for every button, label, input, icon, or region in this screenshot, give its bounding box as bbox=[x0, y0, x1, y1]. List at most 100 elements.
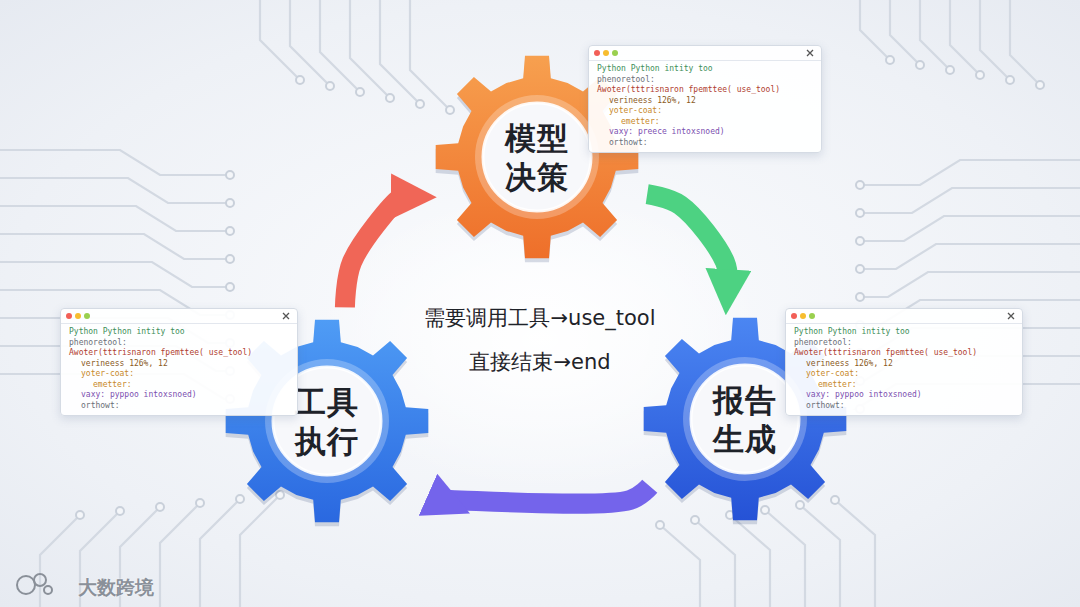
circuit-pad bbox=[691, 516, 699, 524]
circuit-trace bbox=[0, 150, 230, 175]
window-close bbox=[1008, 313, 1014, 319]
gear-ring bbox=[475, 95, 599, 219]
gear-title: 工具 执行 bbox=[291, 383, 362, 461]
circuit-pad bbox=[856, 209, 864, 217]
circuit-pad bbox=[761, 506, 769, 514]
code-line: yoter-coat: bbox=[794, 369, 1016, 380]
circuit-pad bbox=[1006, 76, 1014, 84]
gear-hub bbox=[483, 103, 591, 211]
circuit-trace bbox=[350, 0, 390, 98]
code-line: vaxy: pyppoo intoxsnoed) bbox=[69, 390, 291, 401]
branch-note: 需要调用工具→use_tool bbox=[424, 304, 655, 332]
window-dot bbox=[75, 313, 81, 319]
code-line: Python Python intity too bbox=[794, 327, 1016, 338]
circuit-trace bbox=[0, 178, 230, 203]
watermark-icon bbox=[17, 574, 52, 594]
window-dot bbox=[809, 313, 815, 319]
code-line: phenoretool: bbox=[597, 75, 815, 86]
code-window: Python Python intity toophenoretool:Awot… bbox=[588, 45, 822, 153]
circuit-pad bbox=[226, 171, 234, 179]
code-line: verineess 126%, 12 bbox=[597, 96, 815, 107]
circuit-pad bbox=[416, 100, 424, 108]
code-line: verineess 126%, 12 bbox=[794, 359, 1016, 370]
circuit-trace bbox=[0, 262, 230, 287]
code-line: emetter: bbox=[69, 380, 291, 391]
watermark: 大数跨境 bbox=[78, 575, 154, 601]
branch-note: 直接结束→end bbox=[469, 348, 610, 376]
circuit-trace bbox=[260, 0, 300, 80]
circuit-trace bbox=[860, 216, 1080, 241]
code-line: Awoter(tttrisnaron fpemttee( use_tool) bbox=[69, 348, 291, 359]
circuit-pad bbox=[386, 94, 394, 102]
circuit-trace bbox=[1010, 0, 1040, 85]
flow-arrow bbox=[345, 197, 405, 308]
circuit-trace bbox=[765, 510, 805, 607]
code-line: Awoter(tttrisnaron fpemttee( use_tool) bbox=[597, 85, 815, 96]
code-line: yoter-coat: bbox=[69, 369, 291, 380]
circuit-pad bbox=[856, 265, 864, 273]
circuit-trace bbox=[695, 520, 735, 607]
circuit-trace bbox=[860, 244, 1080, 269]
circuit-trace bbox=[660, 525, 700, 607]
flow-arrow bbox=[440, 486, 650, 504]
gear-title: 模型 决策 bbox=[501, 119, 572, 197]
code-line: emetter: bbox=[597, 117, 815, 128]
circuit-trace bbox=[860, 160, 1080, 185]
code-window: Python Python intity toophenoretool:Awot… bbox=[60, 308, 298, 416]
window-dot bbox=[66, 313, 72, 319]
circuit-trace bbox=[290, 0, 330, 86]
window-dot bbox=[791, 313, 797, 319]
gear-hub bbox=[691, 365, 799, 473]
circuit-pad bbox=[976, 71, 984, 79]
circuit-trace bbox=[240, 495, 280, 607]
circuit-trace bbox=[800, 505, 840, 607]
code-line: Python Python intity too bbox=[597, 64, 815, 75]
circuit-pad bbox=[916, 61, 924, 69]
circuit-pad bbox=[946, 66, 954, 74]
window-dot bbox=[603, 50, 609, 56]
circuit-pad bbox=[226, 227, 234, 235]
circuit-pad bbox=[296, 76, 304, 84]
code-line: Python Python intity too bbox=[69, 327, 291, 338]
circuit-pad bbox=[156, 503, 164, 511]
circuit-pad bbox=[226, 283, 234, 291]
circuit-trace bbox=[835, 500, 875, 607]
circuit-pad bbox=[116, 507, 124, 515]
code-block: Python Python intity toophenoretool:Awot… bbox=[589, 61, 821, 152]
window-bar bbox=[589, 46, 821, 61]
circuit-pad bbox=[831, 496, 839, 504]
circuit-trace bbox=[860, 0, 890, 60]
circuit-pad bbox=[226, 255, 234, 263]
code-line: vaxy: preece intoxsnoed) bbox=[597, 127, 815, 138]
circuit-pad bbox=[856, 181, 864, 189]
circuit-trace bbox=[0, 234, 230, 259]
flow-arrow bbox=[647, 194, 728, 283]
gear-title: 报告 生成 bbox=[709, 381, 780, 459]
window-dot bbox=[612, 50, 618, 56]
code-line: orthowt: bbox=[794, 401, 1016, 412]
window-close bbox=[283, 313, 289, 319]
circuit-pad bbox=[446, 106, 454, 114]
circuit-trace bbox=[0, 206, 230, 231]
circuit-pad bbox=[886, 56, 894, 64]
circuit-trace bbox=[860, 188, 1080, 213]
circuit-trace bbox=[200, 499, 240, 607]
circuit-pad bbox=[76, 511, 84, 519]
circuit-pad bbox=[856, 237, 864, 245]
window-bar bbox=[786, 309, 1022, 324]
window-dot bbox=[594, 50, 600, 56]
code-line: vaxy: pyppoo intoxsnoed) bbox=[794, 390, 1016, 401]
code-line: yoter-coat: bbox=[597, 106, 815, 117]
window-bar bbox=[61, 309, 297, 324]
code-line: verineess 126%, 12 bbox=[69, 359, 291, 370]
circuit-trace bbox=[160, 503, 200, 607]
circuit-trace bbox=[980, 0, 1010, 80]
circuit-trace bbox=[380, 0, 420, 104]
window-dot bbox=[84, 313, 90, 319]
circuit-pad bbox=[796, 501, 804, 509]
circuit-trace bbox=[920, 0, 950, 70]
circuit-pad bbox=[226, 199, 234, 207]
code-line: orthowt: bbox=[69, 401, 291, 412]
circuit-trace bbox=[410, 0, 450, 110]
